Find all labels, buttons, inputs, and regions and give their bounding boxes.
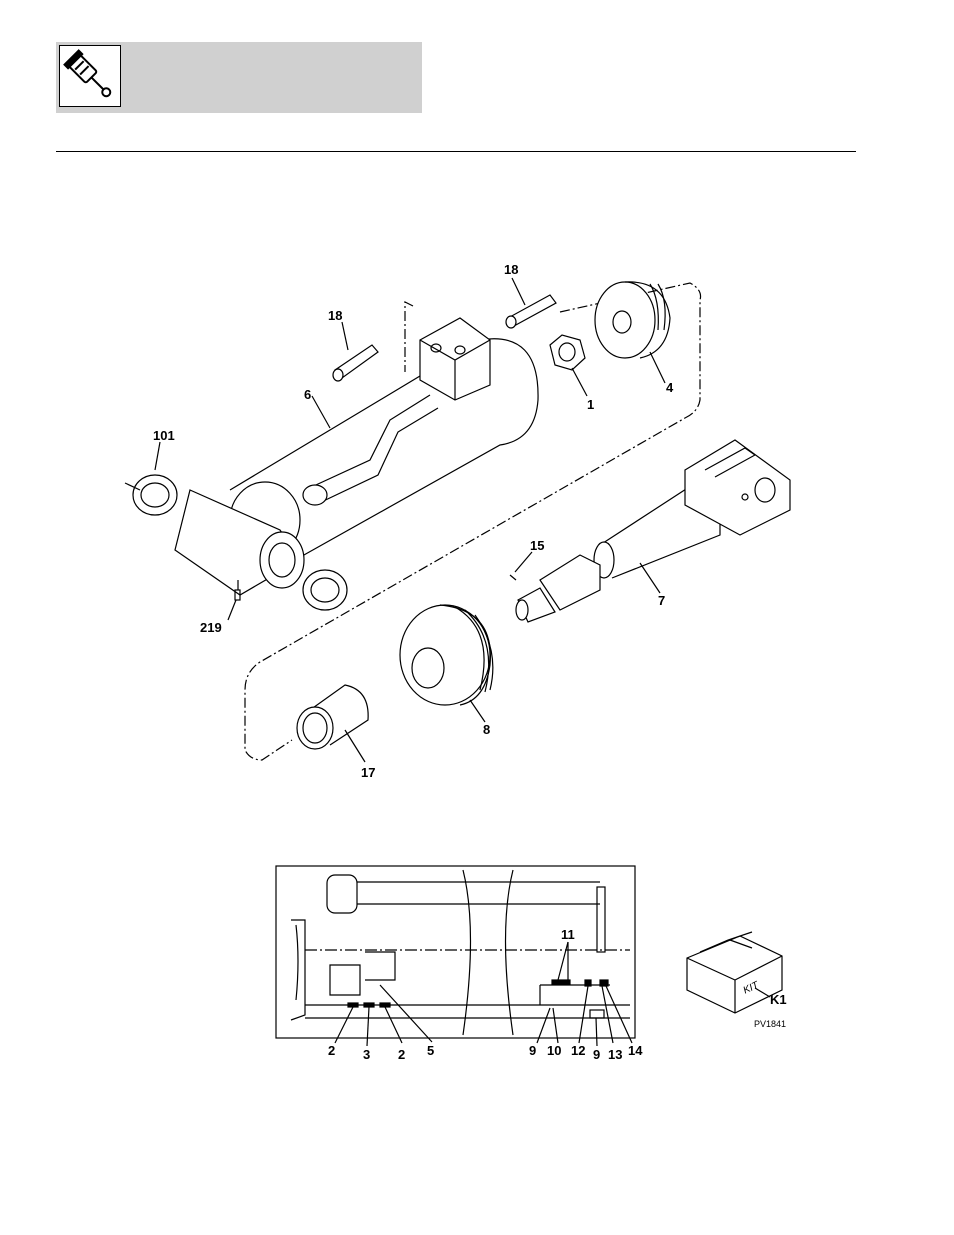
- callout-1: 1: [587, 397, 594, 412]
- header-block: [56, 42, 422, 113]
- callout-18-right: 18: [504, 262, 518, 277]
- figure-id: PV1841: [754, 1019, 786, 1029]
- header-rule: [56, 151, 856, 152]
- callout-detail-2-right: 2: [398, 1047, 405, 1062]
- callout-detail-14: 14: [628, 1043, 643, 1058]
- callout-219: 219: [200, 620, 222, 635]
- callout-detail-12: 12: [571, 1043, 585, 1058]
- callout-4: 4: [666, 380, 674, 395]
- callout-detail-13: 13: [608, 1047, 622, 1062]
- callout-15: 15: [530, 538, 544, 553]
- hydraulic-cylinder-icon: [59, 45, 121, 107]
- callout-101: 101: [153, 428, 175, 443]
- callout-8: 8: [483, 722, 490, 737]
- callout-6: 6: [304, 387, 311, 402]
- callout-18-left: 18: [328, 308, 342, 323]
- callout-k1: K1: [770, 992, 787, 1007]
- callout-detail-10: 10: [547, 1043, 561, 1058]
- callout-detail-2-left: 2: [328, 1043, 335, 1058]
- callout-7: 7: [658, 593, 665, 608]
- callout-detail-9-left: 9: [529, 1043, 536, 1058]
- callout-detail-5: 5: [427, 1043, 434, 1058]
- callout-detail-9-right: 9: [593, 1047, 600, 1062]
- callout-detail-11: 11: [561, 927, 575, 942]
- callout-detail-3: 3: [363, 1047, 370, 1062]
- callout-17: 17: [361, 765, 375, 780]
